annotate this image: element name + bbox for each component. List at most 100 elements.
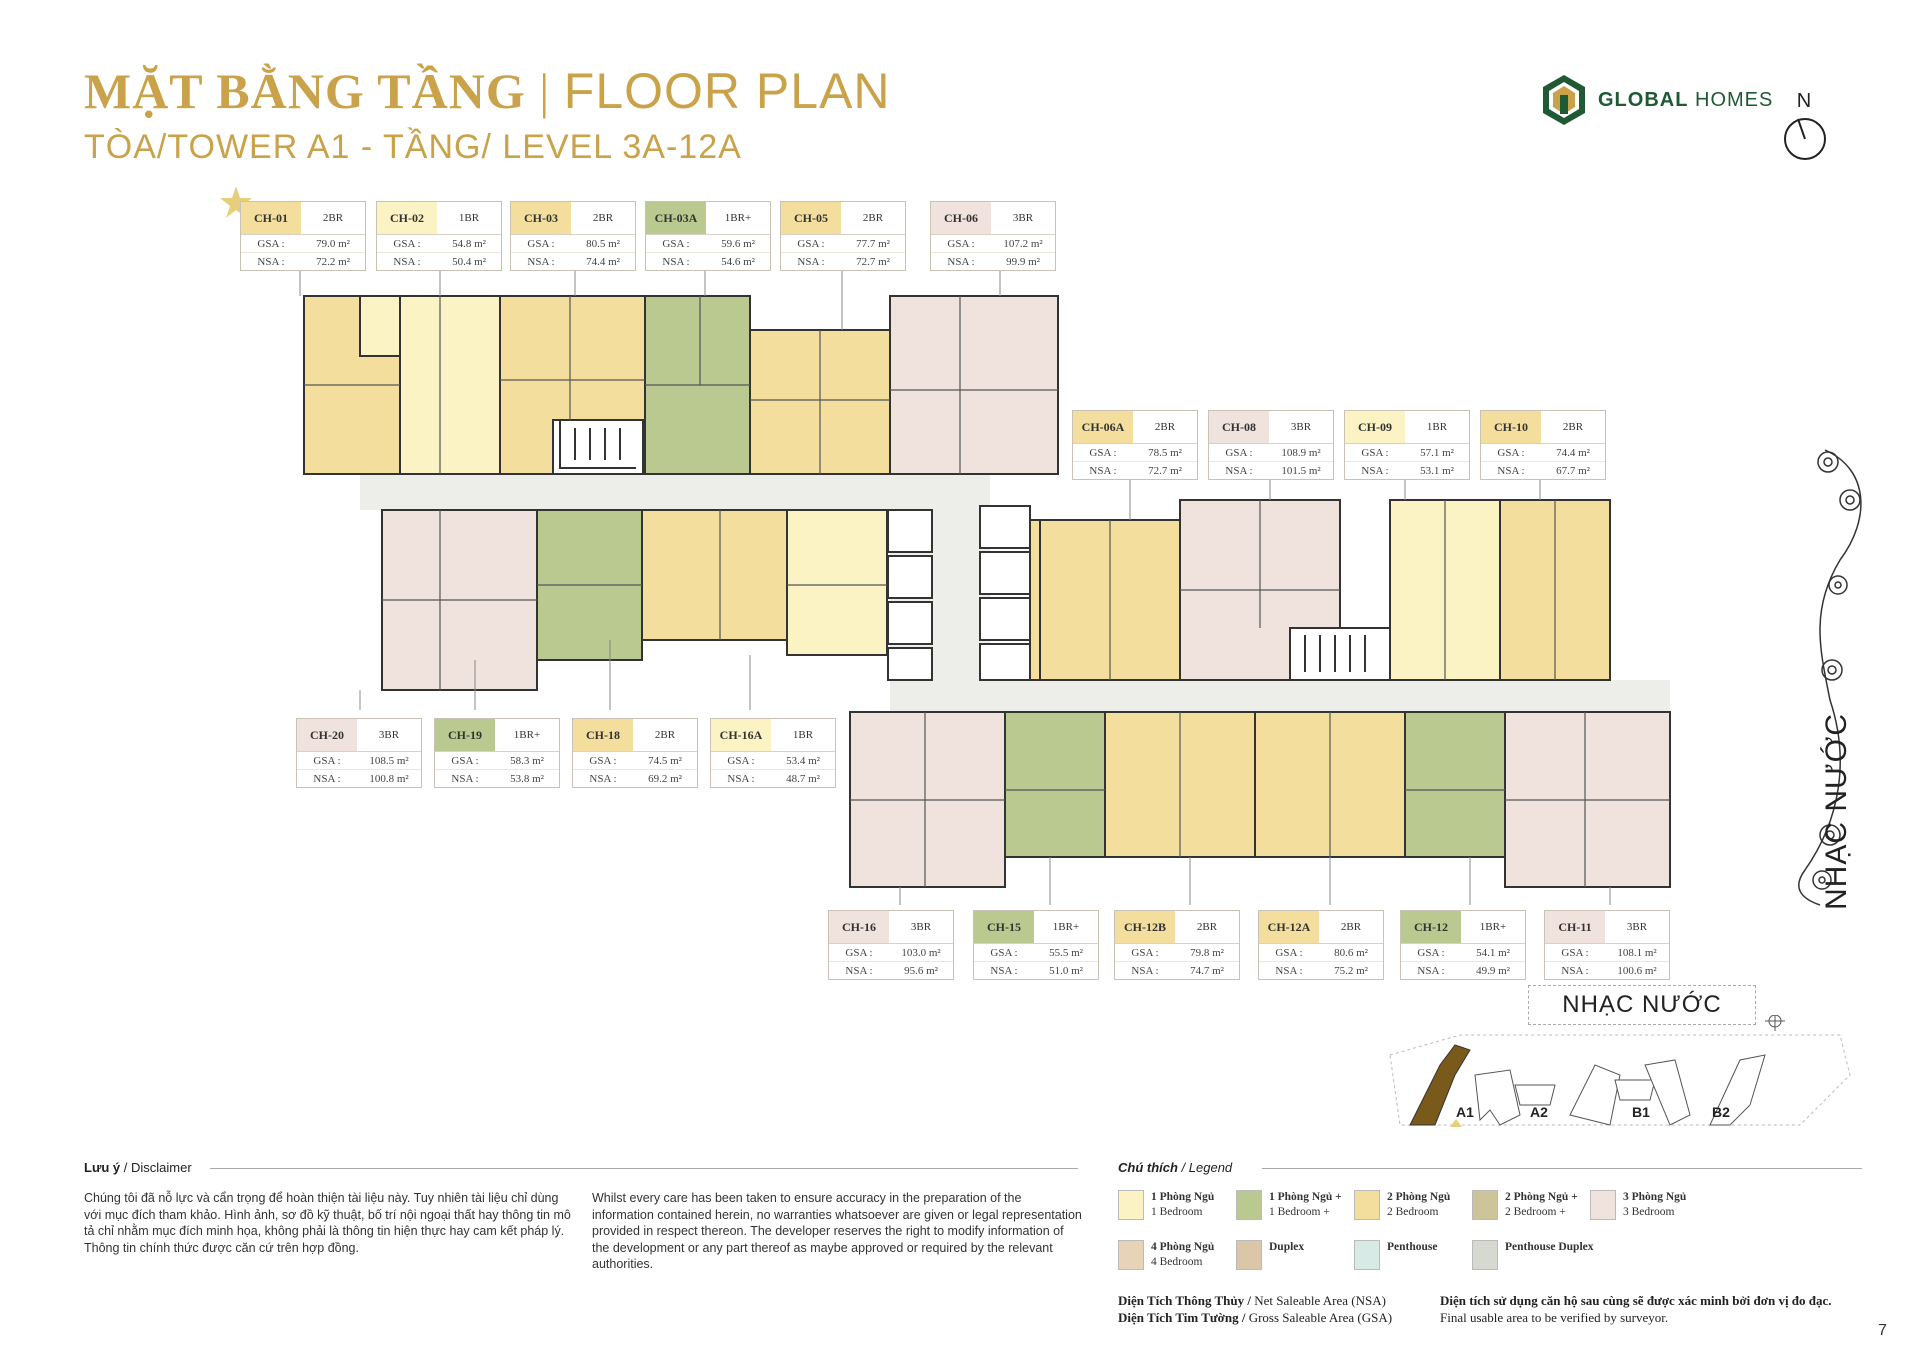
unit-type: 3BR [889,911,953,943]
nsa-label: NSA : [1089,464,1117,477]
unit-code: CH-05 [781,202,841,234]
nsa-label: NSA : [662,255,690,268]
site-compass-icon [1765,1015,1785,1031]
site-tower-label-a2: A2 [1530,1104,1548,1120]
legend-label-en: 1 Bedroom [1151,1206,1203,1218]
legend-item: Duplex [1236,1240,1304,1270]
unit-type: 1BR+ [1461,911,1525,943]
room-partitions [304,296,1670,887]
legend-label-vi: Penthouse Duplex [1505,1241,1594,1253]
page-subtitle: TÒA/TOWER A1 - TẦNG/ LEVEL 3A-12A [84,128,742,166]
title-vi: MẶT BẰNG TẦNG [84,63,526,119]
legend-swatch [1354,1190,1380,1220]
unit-code: CH-06A [1073,411,1133,443]
gsa-label: GSA : [947,237,975,250]
nsa-value: 72.7 m² [1148,464,1182,477]
nsa-label: NSA : [257,255,285,268]
brand-name: GLOBAL HOMES [1598,88,1774,111]
legend-label-en: 4 Bedroom [1151,1256,1203,1268]
gsa-label: GSA : [727,754,755,767]
legend-label-en: 2 Bedroom + [1505,1206,1566,1218]
brand-logo: GLOBAL HOMES [1540,72,1780,128]
unit-type: 2BR [633,719,697,751]
gsa-label: GSA : [1275,946,1303,959]
nsa-label: NSA : [990,964,1018,977]
legend-swatch [1236,1240,1262,1270]
unit-code: CH-18 [573,719,633,751]
gsa-label: GSA : [451,754,479,767]
disclaimer-text-vi: Chúng tôi đã nỗ lực và cẩn trọng để hoàn… [84,1191,571,1255]
legend-item: 1 Phòng Ngủ +1 Bedroom + [1236,1190,1342,1220]
unit-code: CH-12 [1401,911,1461,943]
nsa-label: NSA : [1561,964,1589,977]
nsa-label: NSA : [727,772,755,785]
disclaimer-text-en: Whilst every care has been taken to ensu… [592,1191,1082,1271]
legend-label-vi: Penthouse [1387,1241,1438,1253]
nsa-label: NSA : [313,772,341,785]
legend-swatch [1354,1240,1380,1270]
unit-ch-16a [786,509,888,656]
unit-code: CH-20 [297,719,357,751]
nsa-value: 74.7 m² [1190,964,1224,977]
gsa-value: 80.5 m² [586,237,620,250]
fountain-label-vertical: NHẠC NƯỚC [1820,712,1853,910]
gsa-value: 78.5 m² [1148,446,1182,459]
legend-label-vi: 1 Phòng Ngủ + [1269,1191,1342,1203]
legend-swatch [1472,1190,1498,1220]
north-label: N [1796,90,1812,112]
gsa-label: GSA : [662,237,690,250]
nsa-value: 67.7 m² [1556,464,1590,477]
nsa-label: NSA : [451,772,479,785]
nsa-value: 100.8 m² [369,772,409,785]
corridor-upper [360,474,910,510]
gsa-value: 53.4 m² [786,754,820,767]
unit-code: CH-09 [1345,411,1405,443]
title-en: FLOOR PLAN [563,63,891,119]
gsa-value: 55.5 m² [1049,946,1083,959]
legend-item: Penthouse Duplex [1472,1240,1594,1270]
gsa-value: 108.9 m² [1281,446,1321,459]
legend-divider [1262,1168,1862,1169]
nsa-value: 54.6 m² [721,255,755,268]
nsa-label: NSA : [1361,464,1389,477]
unit-ch-06 [889,295,1059,475]
gsa-label: GSA : [393,237,421,250]
nsa-value: 53.1 m² [1420,464,1454,477]
nsa-label: NSA : [527,255,555,268]
unit-type: 2BR [1175,911,1239,943]
compass-icon [1784,118,1826,160]
area-definitions: Diện Tích Thông Thủy / Net Saleable Area… [1118,1293,1393,1325]
nsa-label: NSA : [797,255,825,268]
unit-code: CH-19 [435,719,495,751]
unit-code: CH-10 [1481,411,1541,443]
surveyor-note: Diện tích sử dụng căn hộ sau cùng sẽ đượ… [1440,1293,1832,1325]
star-marker-icon [220,186,252,218]
fountain-curve [1798,449,1862,906]
elevator-core [887,505,1075,681]
gsa-label: GSA : [1131,946,1159,959]
nsa-value: 50.4 m² [452,255,486,268]
unit-code: CH-01 [241,202,301,234]
gsa-label: GSA : [1417,946,1445,959]
unit-ch-18 [641,509,788,641]
gsa-label: GSA : [589,754,617,767]
gsa-label: GSA : [797,237,825,250]
unit-code: CH-03 [511,202,571,234]
gsa-value: 54.8 m² [452,237,486,250]
site-tower-label-b1: B1 [1632,1104,1650,1120]
